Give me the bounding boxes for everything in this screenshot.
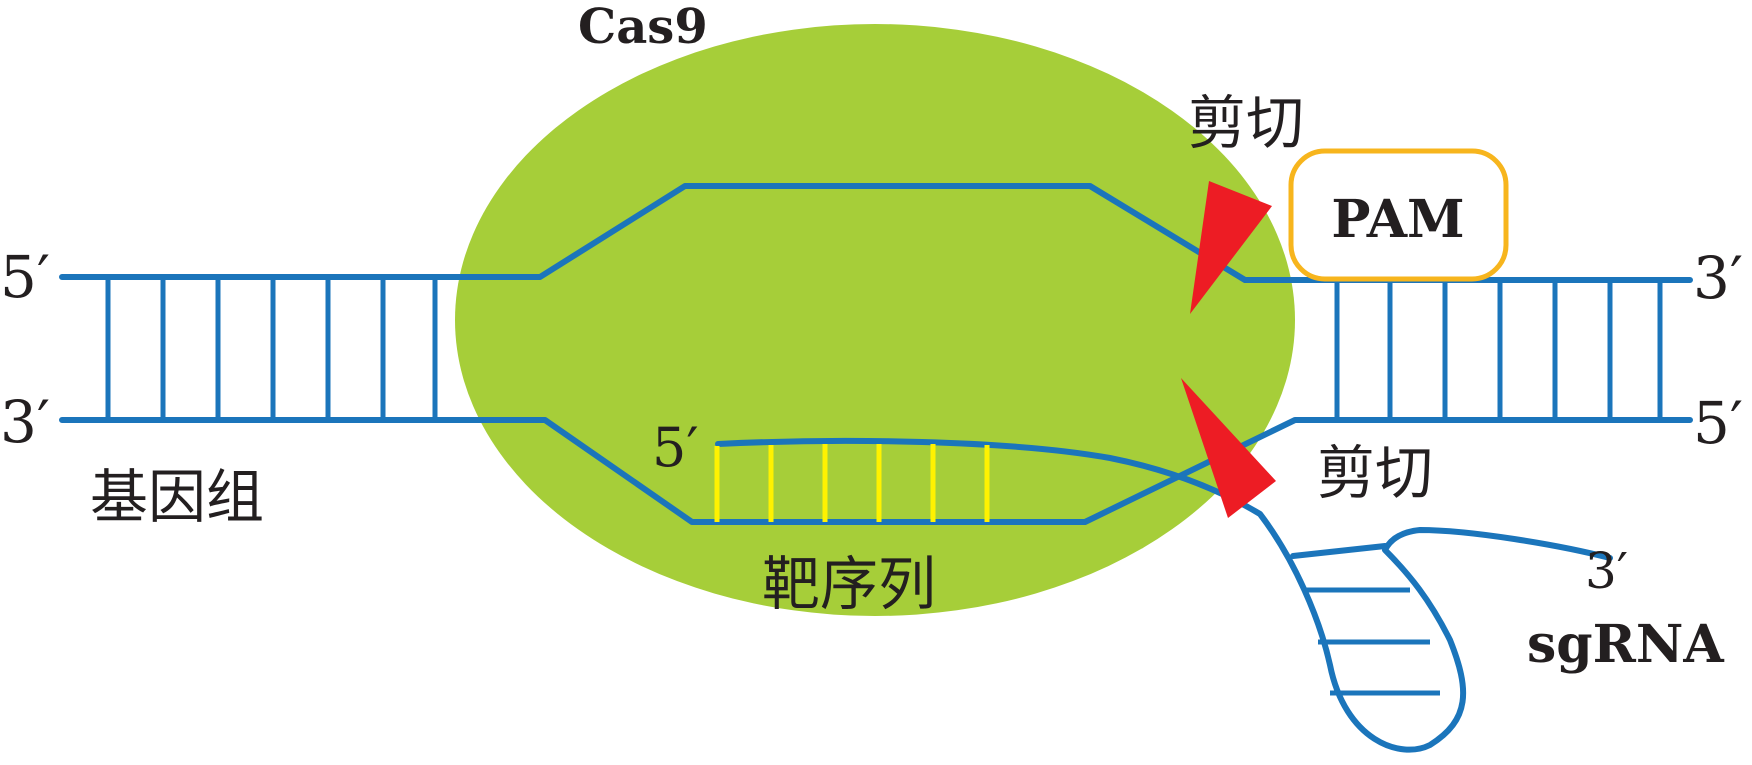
right-base-pairs	[1334, 280, 1663, 420]
sgrna-strand	[715, 437, 1613, 753]
sgrna-stem-line	[1290, 543, 1388, 559]
cas9-label: Cas9	[578, 0, 708, 55]
target-pairing-lines	[714, 444, 990, 522]
cut-top-icon	[1190, 181, 1272, 314]
target-sequence-label: 靶序列	[762, 550, 936, 618]
sgrna-label: sgRNA	[1527, 614, 1724, 675]
left-base-pairs	[105, 277, 438, 420]
sgrna-3-end-label: 3′	[1585, 542, 1628, 600]
pam-box	[1288, 148, 1509, 282]
right-top-end-label: 3′	[1693, 244, 1743, 312]
left-top-end-label: 5′	[0, 243, 50, 311]
right-bottom-end-label: 5′	[1693, 389, 1743, 457]
dna-bottom-strand	[59, 417, 1693, 525]
sgrna-5-end-label: 5′	[652, 416, 699, 479]
cas9-protein	[455, 24, 1295, 616]
cut-bottom-label: 剪切	[1317, 439, 1433, 507]
genome-label: 基因组	[90, 463, 264, 531]
sgrna-hairpin-pairs	[1305, 587, 1440, 696]
cut-top-label: 剪切	[1188, 89, 1304, 157]
left-bottom-end-label: 3′	[0, 388, 50, 456]
pam-label: PAM	[1331, 189, 1464, 250]
cut-bottom-icon	[1181, 378, 1276, 518]
